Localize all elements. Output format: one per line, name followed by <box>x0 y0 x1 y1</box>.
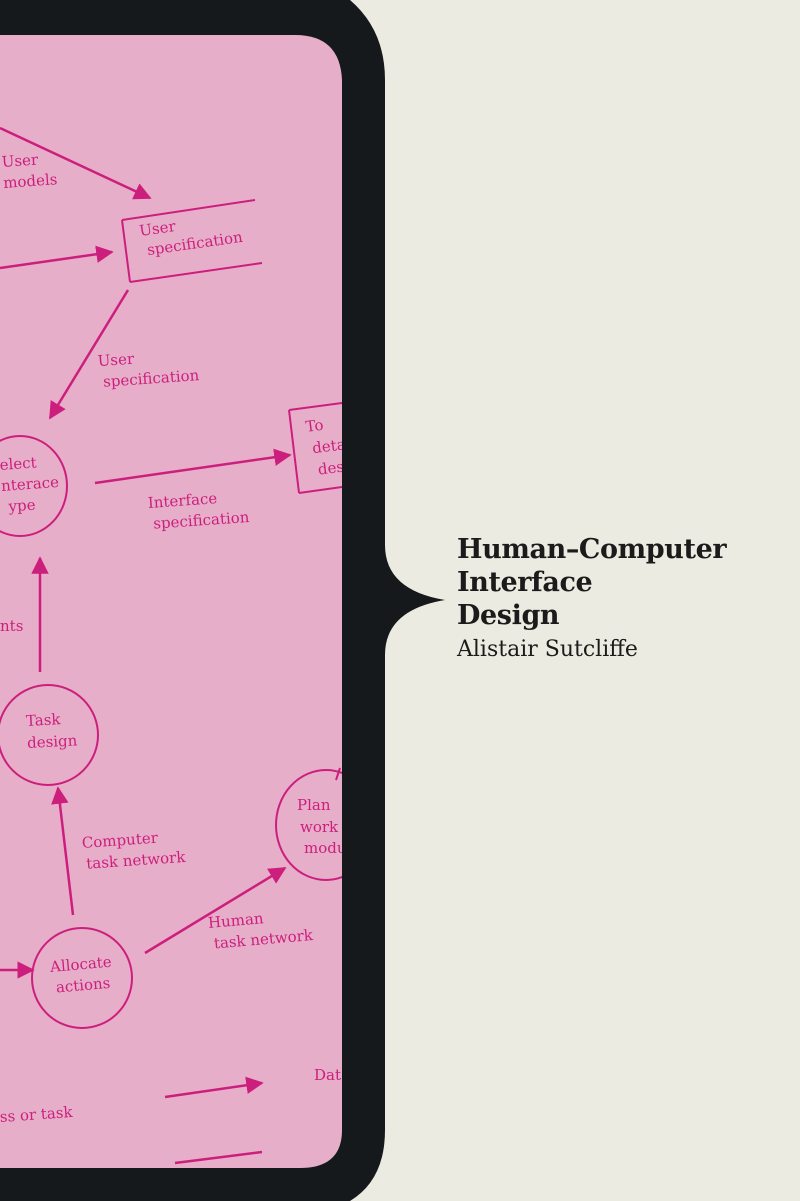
flow-arrow-interface-spec <box>94 448 292 485</box>
user-spec-box <box>121 199 263 283</box>
flow-arrow-bottom <box>164 1076 264 1099</box>
book-title-line-3: Design <box>457 600 560 631</box>
flow-arrow-user-models <box>0 126 152 200</box>
flow-line-bottom <box>174 1150 263 1165</box>
label-nts: nts <box>0 617 23 635</box>
label-dat: Dat <box>314 1066 341 1084</box>
flow-arrow-user-spec <box>48 289 130 420</box>
diagram-panel <box>0 35 342 1168</box>
title-block: Human–Computer Interface Design Alistair… <box>457 533 797 664</box>
label-select-interface: elect nterace ype <box>0 452 66 516</box>
process-select-interface <box>0 435 68 537</box>
flow-line-plan-top <box>335 767 341 781</box>
label-process-or-task: ss or task <box>0 1103 74 1126</box>
process-plan-work <box>275 769 342 881</box>
flow-arrow-computer-task <box>51 786 75 916</box>
label-to-detail: To deta desi <box>305 413 354 480</box>
label-task-design: Task design <box>25 709 78 752</box>
to-detail-box <box>288 402 342 494</box>
book-title-line-2: Interface <box>457 567 593 598</box>
process-allocate-actions <box>31 927 133 1029</box>
book-title-line-1: Human–Computer <box>457 534 727 565</box>
flow-arrow-human-task <box>144 866 287 955</box>
process-task-design <box>0 684 99 786</box>
label-plan-work: Plan work modu <box>297 796 347 857</box>
book-author: Alistair Sutcliffe <box>457 637 638 662</box>
label-user-models: User models <box>1 149 58 192</box>
label-allocate-actions: Allocate actions <box>48 952 119 997</box>
flow-arrow-into-spec <box>0 245 114 270</box>
